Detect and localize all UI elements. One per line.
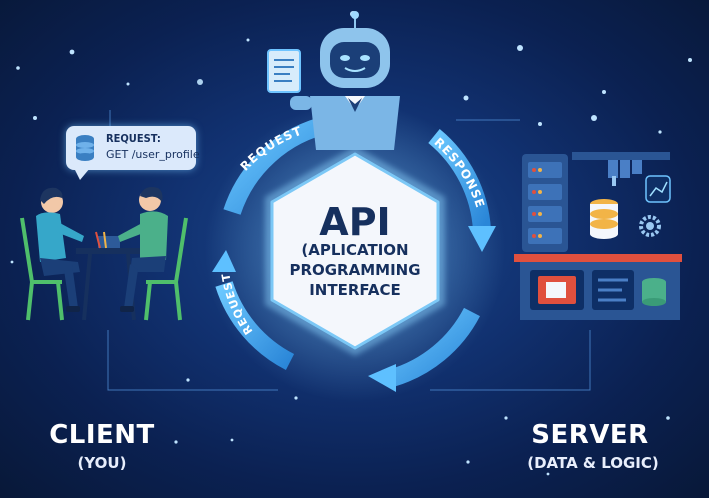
api-subtitle-line: PROGRAMMING <box>289 261 421 279</box>
client-title: CLIENT <box>49 420 155 450</box>
server-title: SERVER <box>531 420 649 450</box>
response-arrow-head-icon <box>468 226 496 252</box>
response-arc <box>428 129 491 231</box>
api-subtitle-line: INTERFACE <box>309 281 401 299</box>
right-chair <box>144 217 188 321</box>
document-icon <box>267 49 301 93</box>
bubble-line-method: REQUEST: <box>106 132 161 145</box>
request-back-arrow-head-icon <box>212 250 236 272</box>
left-chair <box>20 217 64 321</box>
hanging-lights <box>608 160 642 186</box>
gear-icon <box>639 215 661 237</box>
api-title: API <box>319 200 391 244</box>
server-desk <box>514 254 682 320</box>
client-subtitle: (YOU) <box>77 454 127 472</box>
client-scene <box>20 187 188 321</box>
chart-icon <box>645 175 671 203</box>
connector-lines <box>107 110 591 391</box>
database-icon <box>76 135 94 161</box>
robot-icon <box>290 11 400 150</box>
arrow-heads <box>212 226 496 392</box>
right-person <box>118 187 168 312</box>
server-rack-icon <box>522 154 568 252</box>
return-arc <box>389 307 480 387</box>
request-back-arc <box>215 281 295 371</box>
database-icon <box>590 199 618 239</box>
bubble-line-endpoint: GET /user_profile <box>106 148 200 161</box>
request-bubble: REQUEST: GET /user_profile <box>66 126 200 170</box>
shelf-bar <box>572 152 670 160</box>
return-arrow-head-icon <box>368 364 396 392</box>
api-hexagon <box>265 146 445 356</box>
bubble-tail <box>74 168 90 180</box>
server-subtitle: (DATA & LOGIC) <box>527 454 659 472</box>
left-person <box>36 187 84 312</box>
api-subtitle: (APLICATION PROGRAMMING INTERFACE <box>262 240 448 300</box>
server-scene <box>514 152 682 320</box>
api-subtitle-line: (APLICATION <box>301 241 409 259</box>
